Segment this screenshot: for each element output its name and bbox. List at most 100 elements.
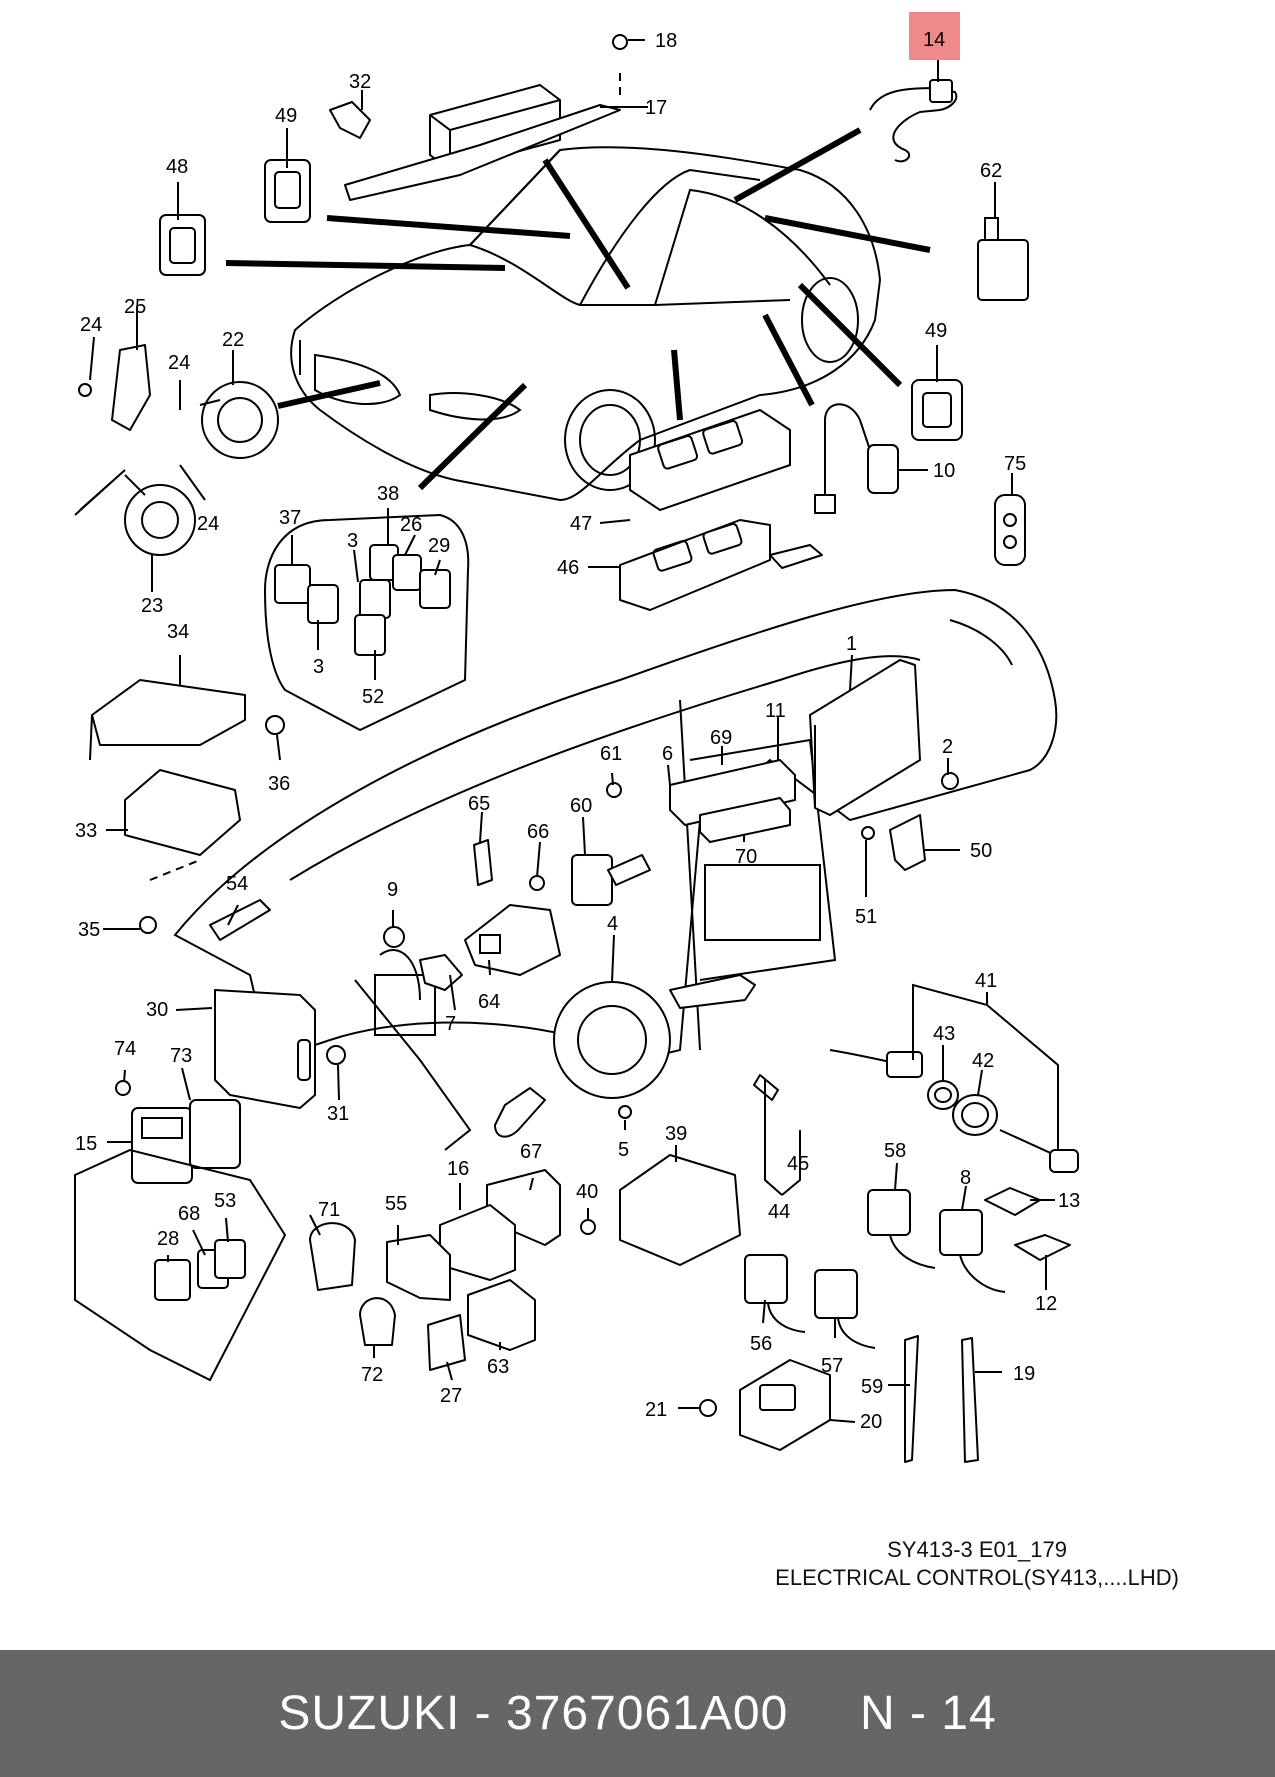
callout-13: 13	[1058, 1190, 1080, 1212]
callout-69: 69	[710, 727, 732, 749]
callout-60: 60	[570, 795, 592, 817]
callout-67: 67	[520, 1141, 542, 1163]
part-30-switch	[214, 989, 316, 1109]
callout-24-b: 24	[168, 352, 190, 374]
part-34-bracket	[89, 679, 246, 761]
callout-49-right: 49	[925, 320, 947, 342]
part-70-panel	[699, 797, 791, 843]
callout-leaders	[89, 39, 1059, 1423]
callout-30: 30	[146, 999, 168, 1021]
callout-23: 23	[141, 595, 163, 617]
callout-9: 9	[387, 879, 398, 901]
callout-48: 48	[166, 156, 188, 178]
highlight-box	[909, 12, 960, 60]
callout-63: 63	[487, 1356, 509, 1378]
footer-text: SUZUKI - 3767061A00 N - 14	[278, 1687, 997, 1740]
callout-40: 40	[576, 1181, 598, 1203]
callout-14: 14	[923, 29, 945, 51]
callout-2: 2	[942, 736, 953, 758]
exploded-parts-drawing: 18 17 32 49 48 14 62 49 75 10 47 46 25 2…	[74, 12, 1080, 1463]
callout-56: 56	[750, 1333, 772, 1355]
callout-26: 26	[400, 514, 422, 536]
callout-21: 21	[645, 1399, 667, 1421]
part-49-switch-right	[911, 379, 963, 441]
callout-6: 6	[662, 743, 673, 765]
part-19-rod	[961, 1337, 979, 1463]
part-39-airbag-unit	[619, 1154, 741, 1266]
part-56-switch	[744, 1254, 806, 1333]
callout-34: 34	[167, 621, 189, 643]
part-75-key	[994, 494, 1026, 566]
part-35-screw	[139, 916, 157, 934]
part-69-panel	[669, 759, 796, 826]
part-73-relay	[189, 1099, 241, 1169]
callout-3-b: 3	[347, 530, 358, 552]
part-10-sensor	[814, 403, 899, 514]
part-31-screw	[326, 1045, 346, 1065]
callout-25: 25	[124, 296, 146, 318]
horn-leader	[74, 469, 126, 516]
part-49-switch-left	[264, 159, 311, 223]
callout-24-c: 24	[197, 513, 219, 535]
callout-72: 72	[361, 1364, 383, 1386]
part-4-combination-switch	[494, 974, 756, 1138]
callout-55: 55	[385, 1193, 407, 1215]
part-48-switch	[159, 214, 206, 276]
part-12-cover	[1014, 1234, 1071, 1261]
callout-73: 73	[170, 1045, 192, 1067]
part-50-bracket	[889, 814, 926, 871]
callout-43: 43	[933, 1023, 955, 1045]
callout-1: 1	[846, 633, 857, 655]
part-55-switch	[386, 1234, 451, 1301]
callout-35: 35	[78, 919, 100, 941]
callout-33: 33	[75, 820, 97, 842]
part-13-cover	[984, 1187, 1041, 1216]
part-16-switch	[439, 1204, 516, 1281]
part-62-relay	[977, 217, 1029, 301]
callout-74: 74	[114, 1038, 136, 1060]
part-32-clip	[329, 101, 371, 139]
dashboard-outline	[173, 588, 1058, 1151]
part-5-screw	[618, 1105, 632, 1119]
part-47-window-switch	[629, 409, 791, 511]
callout-5: 5	[618, 1139, 629, 1161]
part-51-screw	[861, 826, 875, 840]
callout-12: 12	[1035, 1293, 1057, 1315]
part-17-module	[344, 34, 628, 201]
callout-24-a: 24	[80, 314, 102, 336]
part-33-module	[124, 769, 241, 856]
callout-10: 10	[933, 460, 955, 482]
callout-44: 44	[768, 1201, 790, 1223]
callout-45: 45	[787, 1153, 809, 1175]
part-71-cover	[309, 1222, 356, 1291]
callout-50: 50	[970, 840, 992, 862]
callout-20: 20	[860, 1411, 882, 1433]
part-7-bulb	[419, 954, 463, 991]
callout-47: 47	[570, 513, 592, 535]
callout-65: 65	[468, 793, 490, 815]
part-43-ring	[927, 1080, 959, 1110]
callout-17: 17	[645, 97, 667, 119]
part-36-nut	[265, 715, 285, 735]
callout-15: 15	[75, 1133, 97, 1155]
part-57-switch	[814, 1269, 876, 1349]
callout-7: 7	[445, 1013, 456, 1035]
callout-57: 57	[821, 1355, 843, 1377]
callout-18: 18	[655, 30, 677, 52]
fuse-box	[74, 1148, 287, 1382]
part-15-relay	[131, 1107, 193, 1184]
callout-19: 19	[1013, 1363, 1035, 1385]
callout-51: 51	[855, 906, 877, 928]
part-61-screw	[606, 782, 622, 798]
leader-35	[149, 859, 201, 881]
part-58-switch	[867, 1189, 936, 1269]
part-60-bulb-holder	[571, 854, 651, 906]
part-59-rod	[904, 1335, 919, 1463]
callout-70: 70	[735, 846, 757, 868]
part-9-clip	[383, 926, 405, 948]
callout-52: 52	[362, 686, 384, 708]
callout-8: 8	[960, 1167, 971, 1189]
part-42-ring	[952, 1094, 998, 1136]
callout-37: 37	[279, 507, 301, 529]
part-40-screw	[580, 1219, 596, 1235]
